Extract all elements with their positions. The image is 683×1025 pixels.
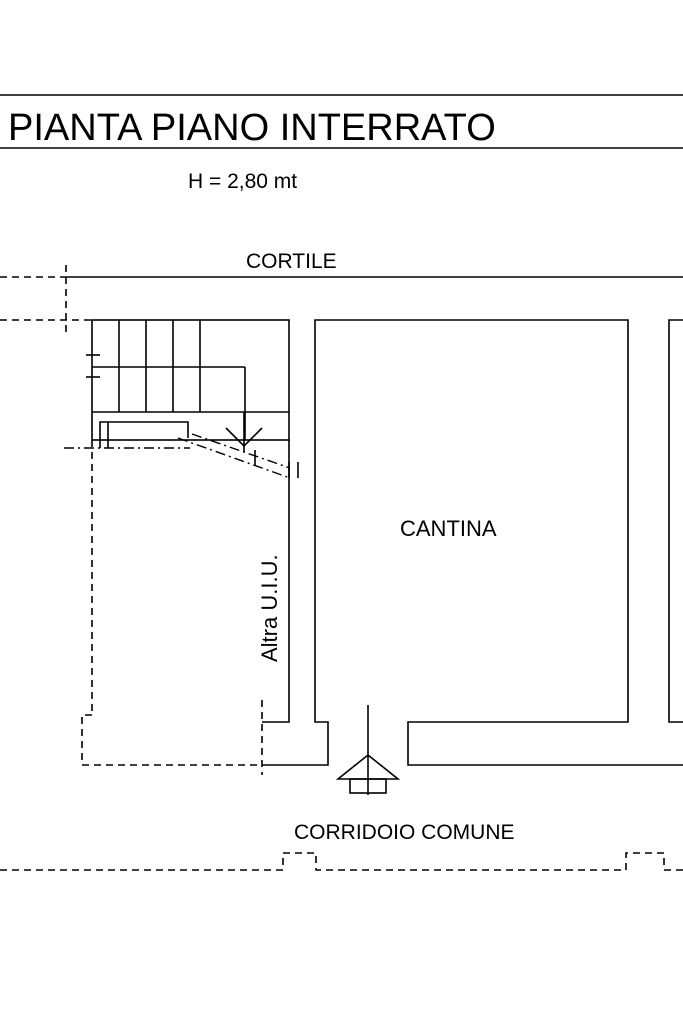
section-cut-line	[177, 437, 291, 479]
landing-rail	[99, 421, 189, 448]
wall-segment	[262, 440, 290, 723]
walls	[262, 319, 683, 766]
courtyard-boundary: CORTILE	[0, 250, 683, 335]
cellar-label: CANTINA	[400, 516, 497, 541]
entrance-arrow-icon	[335, 705, 401, 795]
cellar-wall	[262, 319, 683, 766]
staircase-outline	[91, 319, 290, 441]
courtyard-label: CORTILE	[246, 250, 337, 273]
height-note: H = 2,80 mt	[188, 170, 297, 193]
corridor-dashed-boundary	[0, 852, 683, 871]
other-unit-dashed-wall	[81, 714, 262, 766]
staircase	[64, 319, 299, 479]
corridor-label: CORRIDOIO COMUNE	[294, 821, 515, 844]
other-unit-label: Altra U.I.U.	[257, 554, 282, 662]
other-unit-area: Altra U.I.U.	[81, 440, 282, 775]
plan-title: PIANTA PIANO INTERRATO	[8, 107, 496, 149]
title-block: PIANTA PIANO INTERRATO H = 2,80 mt	[0, 94, 683, 193]
entrance-base	[349, 778, 387, 794]
section-cut-line	[191, 433, 291, 469]
adjacent-wall	[668, 319, 683, 723]
common-corridor: CORRIDOIO COMUNE	[0, 821, 683, 871]
